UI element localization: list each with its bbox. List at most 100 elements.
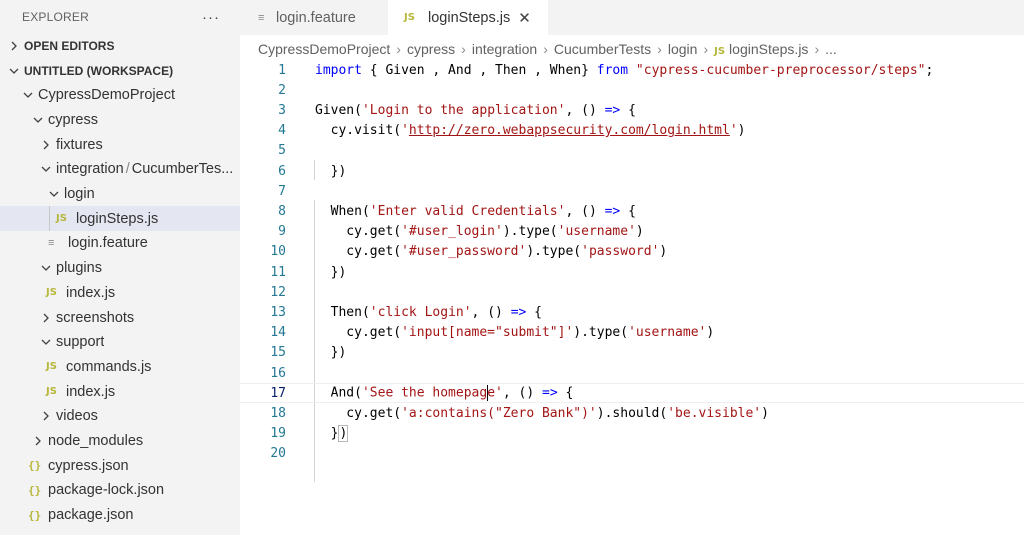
- breadcrumb-separator: ›: [461, 41, 466, 57]
- tree-folder-screenshots[interactable]: screenshots: [0, 305, 240, 330]
- text-cursor: [486, 385, 488, 402]
- tree-folder-videos[interactable]: videos: [0, 404, 240, 429]
- code-line: 7: [240, 181, 1024, 201]
- tree-item-label: plugins: [56, 260, 102, 277]
- chevron-right-icon: [6, 38, 22, 54]
- section-label: OPEN EDITORS: [24, 39, 115, 53]
- tree-folder-support[interactable]: support: [0, 330, 240, 355]
- tree-item-label: index.js: [66, 284, 116, 301]
- code-line: 5: [240, 141, 1024, 161]
- indent-guide: [49, 206, 50, 232]
- code-editor[interactable]: 1 import { Given , And , Then , When} fr…: [240, 60, 1024, 535]
- code-text: cy.get('#user_password').type('password'…: [315, 244, 668, 260]
- tab-loginsteps-js[interactable]: JS loginSteps.js ✕: [388, 0, 548, 35]
- line-number: 8: [278, 203, 286, 219]
- section-label: UNTITLED (WORKSPACE): [24, 64, 174, 78]
- tree-item-label: package.json: [48, 507, 134, 524]
- breadcrumb-item[interactable]: login: [667, 41, 698, 57]
- tree-item-label: screenshots: [56, 309, 135, 326]
- breadcrumb-item[interactable]: cypress: [406, 41, 456, 57]
- code-line: 13 Then('click Login', () => {: [240, 302, 1024, 322]
- tree-folder-plugins[interactable]: plugins: [0, 256, 240, 281]
- code-line: 18 cy.get('a:contains("Zero Bank")').sho…: [240, 403, 1024, 423]
- javascript-file-icon: JS: [714, 46, 726, 57]
- code-line: 4 cy.visit('http://zero.webappsecurity.c…: [240, 121, 1024, 141]
- tree-folder-node-modules[interactable]: node_modules: [0, 429, 240, 454]
- tree-item-label: node_modules: [48, 432, 144, 449]
- breadcrumb-separator: ›: [396, 41, 401, 57]
- tree-folder-fixtures[interactable]: fixtures: [0, 132, 240, 157]
- section-open-editors[interactable]: OPEN EDITORS: [0, 34, 240, 58]
- code-text: }): [315, 345, 347, 361]
- chevron-down-icon: [38, 260, 54, 276]
- code-text: }): [315, 264, 347, 280]
- tree-file-commands-js[interactable]: JS commands.js: [0, 355, 240, 380]
- json-file-icon: {}: [28, 459, 42, 473]
- chevron-down-icon: [30, 112, 46, 128]
- line-number: 9: [278, 224, 286, 240]
- code-text: Then('click Login', () => {: [315, 304, 542, 320]
- line-number: 4: [278, 123, 286, 139]
- file-tree: CypressDemoProject cypress fixtures inte…: [0, 83, 240, 527]
- feature-file-icon: ≡: [258, 11, 265, 24]
- code-line-current: 17 And('See the homepage', () => {: [240, 383, 1024, 404]
- code-line: 8 When('Enter valid Credentials', () => …: [240, 201, 1024, 221]
- code-line: 16: [240, 363, 1024, 383]
- code-line: 14 cy.get('input[name="submit"]').type('…: [240, 323, 1024, 343]
- tree-file-package-lock-json[interactable]: {} package-lock.json: [0, 478, 240, 503]
- tree-item-label: login: [64, 186, 95, 203]
- line-number: 14: [270, 325, 286, 341]
- tree-folder-integration[interactable]: integration/CucumberTes...: [0, 157, 240, 182]
- tree-file-support-index-js[interactable]: JS index.js: [0, 379, 240, 404]
- editor-tab-bar: ≡ login.feature JS loginSteps.js ✕: [240, 0, 1024, 35]
- breadcrumb-file-label: loginSteps.js: [729, 41, 809, 57]
- breadcrumb-more[interactable]: ...: [825, 41, 837, 57]
- more-actions-icon[interactable]: ···: [202, 8, 220, 26]
- line-number: 17: [270, 385, 286, 401]
- tree-file-plugins-index-js[interactable]: JS index.js: [0, 281, 240, 306]
- line-number: 1: [278, 62, 286, 78]
- tab-login-feature[interactable]: ≡ login.feature: [240, 0, 388, 35]
- tree-folder-cypressdemoproject[interactable]: CypressDemoProject: [0, 83, 240, 108]
- line-number: 11: [270, 264, 286, 280]
- json-file-icon: {}: [28, 483, 42, 497]
- tree-folder-login[interactable]: login: [0, 182, 240, 207]
- breadcrumb-item[interactable]: CucumberTests: [553, 41, 652, 57]
- tree-file-package-json[interactable]: {} package.json: [0, 503, 240, 528]
- code-line: 12: [240, 282, 1024, 302]
- indent-guide: [314, 160, 315, 180]
- breadcrumb-item[interactable]: integration: [471, 41, 538, 57]
- tree-item-label-part: CucumberTes...: [131, 161, 234, 178]
- tree-item-label: cypress.json: [48, 457, 129, 474]
- line-number: 7: [278, 183, 286, 199]
- chevron-down-icon: [6, 63, 22, 79]
- line-number: 5: [278, 143, 286, 159]
- code-line: 3 Given('Login to the application', () =…: [240, 100, 1024, 120]
- breadcrumb-item[interactable]: CypressDemoProject: [258, 41, 391, 57]
- tab-label: loginSteps.js: [428, 9, 511, 26]
- code-line: 15 }): [240, 343, 1024, 363]
- code-line: 2: [240, 80, 1024, 100]
- matched-bracket: ): [338, 425, 349, 443]
- chevron-right-icon: [38, 408, 54, 424]
- code-text: Given('Login to the application', () => …: [315, 102, 636, 118]
- code-text: cy.visit('http://zero.webappsecurity.com…: [315, 123, 746, 139]
- tree-item-label: CypressDemoProject: [38, 87, 175, 104]
- line-number: 2: [278, 82, 286, 98]
- explorer-header: EXPLORER ···: [0, 0, 240, 34]
- tree-file-loginsteps-js[interactable]: JS loginSteps.js: [0, 206, 240, 232]
- section-workspace[interactable]: UNTITLED (WORKSPACE): [0, 59, 240, 83]
- chevron-right-icon: [38, 310, 54, 326]
- code-text: }): [315, 425, 349, 443]
- breadcrumb-separator: ›: [543, 41, 548, 57]
- javascript-file-icon: JS: [46, 287, 57, 299]
- tree-file-cypress-json[interactable]: {} cypress.json: [0, 453, 240, 478]
- tree-file-login-feature[interactable]: ≡ login.feature: [0, 231, 240, 256]
- explorer-title: EXPLORER: [22, 10, 89, 24]
- code-line: 11 }): [240, 262, 1024, 282]
- close-icon[interactable]: ✕: [518, 9, 531, 27]
- tree-folder-cypress[interactable]: cypress: [0, 108, 240, 133]
- javascript-file-icon: JS: [46, 386, 57, 398]
- breadcrumb-separator: ›: [657, 41, 662, 57]
